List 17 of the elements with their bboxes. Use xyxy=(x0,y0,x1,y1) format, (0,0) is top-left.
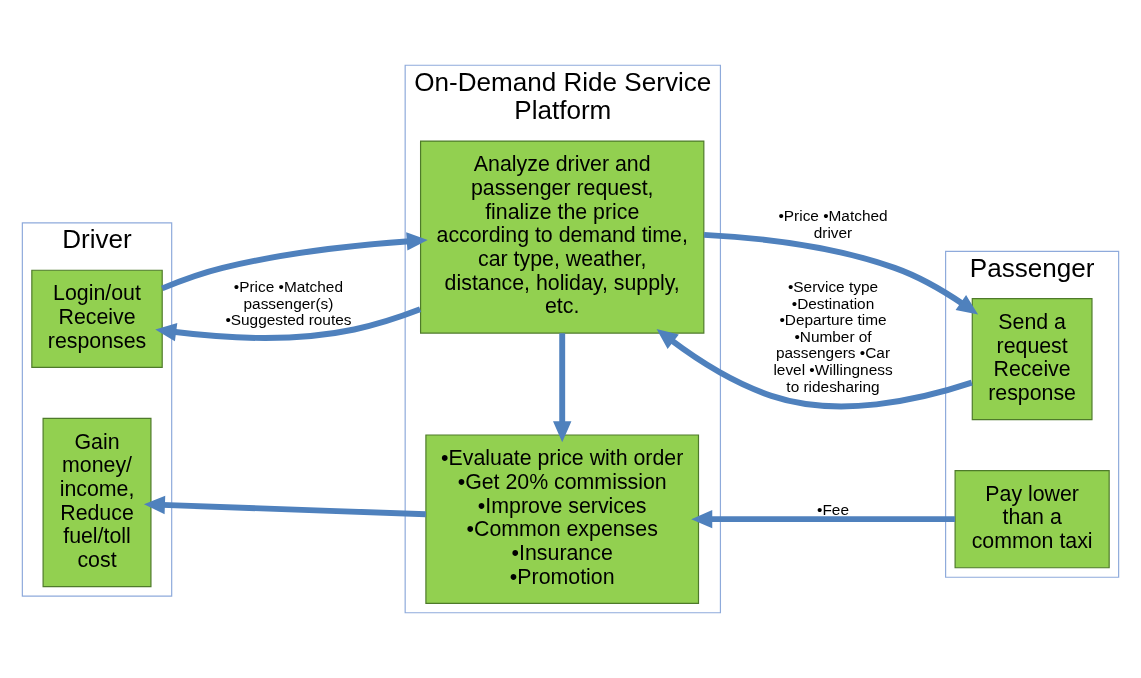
arrow xyxy=(703,231,979,315)
arrow xyxy=(656,328,973,410)
node-box: Send a request Receive response xyxy=(971,298,1093,421)
node-box: Gain money/ income, Reduce fuel/toll cost xyxy=(42,417,152,588)
edge-label: •Price •Matched driver xyxy=(778,206,888,241)
arrow xyxy=(143,495,426,518)
arrow xyxy=(161,232,428,292)
node-box: •Evaluate price with order •Get 20% commission •Improve services •Common expenses •Insurance •Promotion xyxy=(425,434,700,604)
node-box: Pay lower than a common taxi xyxy=(954,469,1110,569)
edge-label: •Price •Matched passenger(s) •Suggested routes xyxy=(225,278,352,329)
edge-label: •Service type •Destination •Departure time •Number of passengers •Car level •Willingness to ridesharing xyxy=(773,278,893,395)
node-box: Analyze driver and passenger request, finalize the price according to demand time, car type, weather, distance, holiday, supply, etc. xyxy=(419,140,705,334)
arrow xyxy=(691,509,955,529)
arrow xyxy=(155,306,422,342)
arrow xyxy=(553,333,572,443)
node-box: Login/out Receive responses xyxy=(31,269,163,369)
edge-label: •Fee xyxy=(817,500,849,518)
